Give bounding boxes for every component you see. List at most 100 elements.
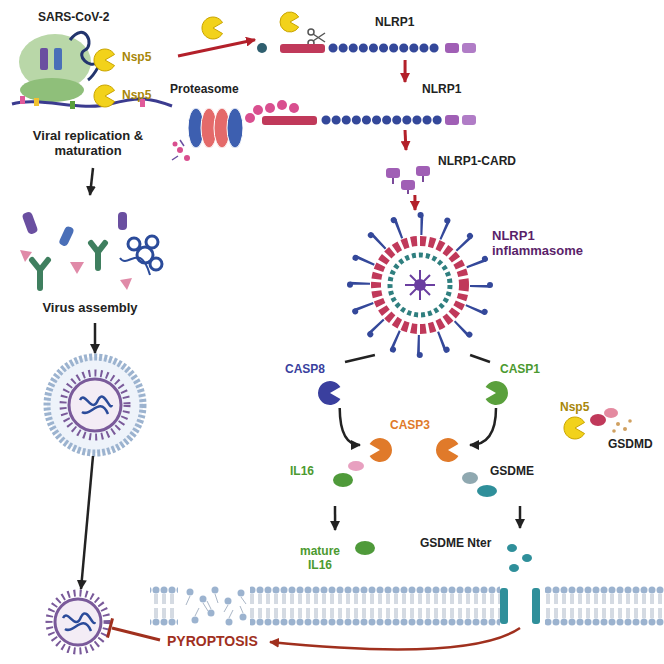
nlrp1-protein	[333, 44, 440, 53]
ubiquitinated-nlrp1	[245, 113, 255, 123]
gsdmd-cleavage	[616, 422, 620, 426]
replication-illustration	[94, 85, 115, 107]
proteasome-illustration	[184, 155, 190, 161]
substrate-proteins	[348, 461, 364, 471]
ubiquitinated-nlrp1	[265, 103, 275, 113]
node-label: GSDME	[490, 464, 534, 478]
pathway-arrow	[340, 408, 360, 445]
proteasome-illustration	[172, 140, 184, 160]
nlrp1-protein	[462, 43, 476, 53]
node-label: NLRP1	[375, 15, 414, 29]
cell-membrane	[150, 586, 178, 626]
protein-node: NLRP1	[262, 82, 480, 130]
virus-assembly-illustration	[20, 211, 162, 290]
scissors-icon	[308, 29, 325, 46]
substrate-node: IL16	[290, 462, 365, 506]
node-label: CASP3	[390, 418, 430, 432]
inflammasome-illustration	[376, 241, 464, 329]
cell-membrane	[240, 614, 247, 621]
node-label: NLRP1	[422, 82, 461, 96]
nlrp1-protein	[257, 43, 476, 53]
replication-illustration	[70, 101, 75, 109]
cell-membrane	[532, 588, 540, 624]
gsdmd-cleavage	[590, 414, 606, 426]
substrate-proteins	[509, 564, 519, 572]
ubiquitinated-nlrp1	[245, 100, 476, 125]
outcome-node: PYROPTOSIS	[165, 631, 270, 653]
pathway-arrow	[470, 408, 496, 445]
virion-illustration	[63, 613, 95, 631]
inflammasome-node: NLRP1 inflammasome	[340, 210, 595, 355]
substrate-proteins	[333, 473, 353, 487]
scissors-icon	[313, 33, 325, 42]
domain-node: NLRP1-CARD	[380, 150, 525, 195]
pathway-arrow	[178, 40, 255, 56]
pathway-arrow	[519, 506, 522, 528]
node-label: GSDME Nter	[420, 536, 491, 550]
nlrp1-protein	[280, 44, 325, 53]
layout-arrows	[94, 323, 97, 353]
gsdmd-cleavage	[604, 408, 618, 418]
caspase-enzymes	[318, 381, 340, 405]
node-label: SARS-CoV-2	[38, 10, 109, 24]
proteasome-node: Proteasome	[170, 82, 260, 150]
caspase-enzymes	[370, 438, 392, 462]
inflammasome-illustration	[350, 215, 490, 355]
inflammasome-illustration	[360, 225, 480, 345]
inflammasome-illustration	[414, 279, 426, 291]
virion-illustration	[55, 599, 101, 645]
node-label: GSDMD	[608, 437, 653, 451]
replication-illustration	[54, 48, 62, 70]
cell-membrane	[208, 610, 215, 617]
pathway-arrow	[334, 506, 337, 530]
node-label: mature IL16	[290, 544, 350, 572]
inhibition-line	[112, 628, 160, 640]
cell-membrane	[187, 589, 194, 596]
node-label: Proteasome	[170, 82, 239, 96]
replication-illustration	[40, 48, 48, 70]
ubiquitinated-nlrp1	[445, 115, 459, 125]
callout-label: Nsp5	[122, 50, 151, 64]
ubiquitinated-nlrp1	[326, 116, 440, 125]
substrate-node: GSDME	[462, 462, 547, 506]
virus-assembly-illustration	[22, 211, 39, 235]
ubiquitinated-nlrp1	[253, 105, 263, 115]
proteasome-illustration	[177, 147, 183, 153]
inflammasome-illustration	[390, 255, 450, 315]
virion-illustration	[63, 373, 127, 437]
node-label: Viral replication & maturation	[13, 128, 163, 159]
proteasome-illustration	[172, 108, 243, 161]
replication-illustration	[20, 78, 84, 102]
virus-assembly-illustration	[118, 212, 127, 230]
pathway-arrow	[345, 355, 375, 362]
virus-assembly-illustration	[58, 225, 75, 247]
nsp5-protease	[202, 12, 299, 39]
substrate-proteins	[462, 472, 478, 484]
layout-arrows	[81, 323, 95, 589]
pathway-arrow	[413, 195, 416, 210]
virus-assembly-illustration	[146, 236, 158, 248]
card-domains	[386, 168, 400, 178]
node-label: CASP8	[285, 362, 325, 376]
caspase-node: CASP1	[478, 362, 550, 408]
virion-illustration	[47, 357, 143, 651]
pathway-arrow	[90, 168, 93, 195]
ubiquitinated-nlrp1	[462, 115, 476, 125]
virus-assembly-illustration	[120, 278, 132, 290]
replication-illustration	[12, 32, 172, 109]
cell-membrane	[186, 594, 246, 618]
card-domains	[393, 176, 423, 194]
virus-assembly-illustration	[91, 243, 105, 268]
inhibition-line	[108, 618, 113, 637]
virus-assembly-illustration	[32, 260, 48, 288]
virion-illustration	[80, 397, 112, 414]
caspase-node: CASP8	[285, 362, 357, 408]
ubiquitinated-nlrp1	[289, 103, 299, 113]
gsdmd-cleavage	[612, 429, 616, 433]
pathway-arrow	[404, 60, 407, 82]
replication-illustration	[20, 96, 25, 104]
node-label: IL16	[290, 464, 314, 478]
node-label: Virus assembly	[15, 300, 165, 315]
card-domains	[401, 180, 415, 190]
inhibition-line	[108, 618, 161, 640]
